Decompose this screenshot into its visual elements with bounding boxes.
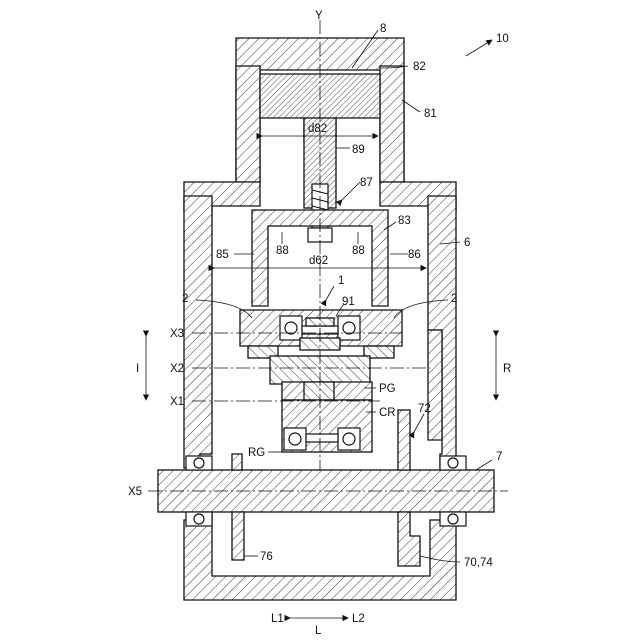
housing-6-left-wall: [184, 196, 212, 468]
label-8: 8: [380, 23, 386, 35]
label-cr: CR: [379, 407, 396, 419]
label-l2: L2: [352, 613, 365, 625]
label-x2: X2: [170, 363, 184, 375]
label-i: I: [136, 363, 139, 375]
label-d62: d62: [309, 255, 328, 267]
housing-6-right-lower: [428, 330, 442, 440]
label-pg: PG: [379, 383, 396, 395]
label-x5: X5: [128, 486, 142, 498]
label-y: Y: [315, 10, 323, 22]
label-85: 85: [216, 249, 229, 261]
label-1: 1: [338, 275, 344, 287]
label-l1: L1: [271, 613, 284, 625]
label-86: 86: [408, 249, 421, 261]
label-91: 91: [342, 296, 355, 308]
label-83: 83: [398, 215, 411, 227]
label-82: 82: [413, 61, 426, 73]
label-87: 87: [360, 177, 373, 189]
label-l: L: [315, 625, 322, 637]
label-r: R: [503, 363, 511, 375]
label-76: 76: [260, 551, 273, 563]
label-x3: X3: [170, 328, 184, 340]
label-6: 6: [464, 237, 470, 249]
label-81: 81: [424, 108, 437, 120]
label-x1: X1: [170, 396, 184, 408]
label-88-right: 88: [352, 245, 365, 257]
label-rg: RG: [248, 447, 265, 459]
label-2-left: 2: [182, 293, 188, 305]
label-d82: d82: [308, 123, 327, 135]
label-70-74: 70,74: [464, 557, 493, 569]
label-72: 72: [418, 403, 431, 415]
label-10: 10: [496, 33, 509, 45]
pg-center: [304, 382, 334, 400]
label-89: 89: [352, 144, 365, 156]
label-88-left: 88: [276, 245, 289, 257]
label-2-right: 2: [451, 293, 457, 305]
label-7: 7: [496, 451, 502, 463]
